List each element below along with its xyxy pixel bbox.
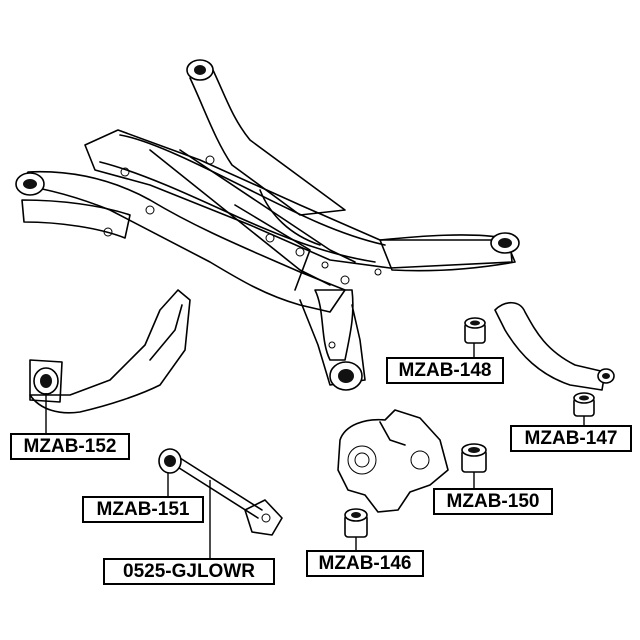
label-mzab-152[interactable]: MZAB-152	[10, 433, 130, 460]
trailing-arm	[29, 289, 191, 414]
lower-link-rod	[158, 448, 283, 536]
leader-lines	[45, 343, 585, 560]
upper-control-arm	[494, 301, 615, 391]
bushing-mzab-148	[464, 317, 486, 344]
rear-subframe	[15, 59, 520, 391]
bushing-mzab-147	[573, 392, 595, 417]
label-mzab-150[interactable]: MZAB-150	[433, 488, 553, 515]
label-mzab-151[interactable]: MZAB-151	[82, 496, 204, 523]
bushing-mzab-150	[461, 443, 487, 473]
label-mzab-147[interactable]: MZAB-147	[510, 425, 632, 452]
label-0525-gjlowr[interactable]: 0525-GJLOWR	[103, 558, 275, 585]
label-mzab-146[interactable]: MZAB-146	[306, 550, 424, 577]
bushing-mzab-146	[344, 508, 368, 538]
rear-knuckle	[337, 409, 449, 513]
label-mzab-148[interactable]: MZAB-148	[386, 357, 504, 384]
